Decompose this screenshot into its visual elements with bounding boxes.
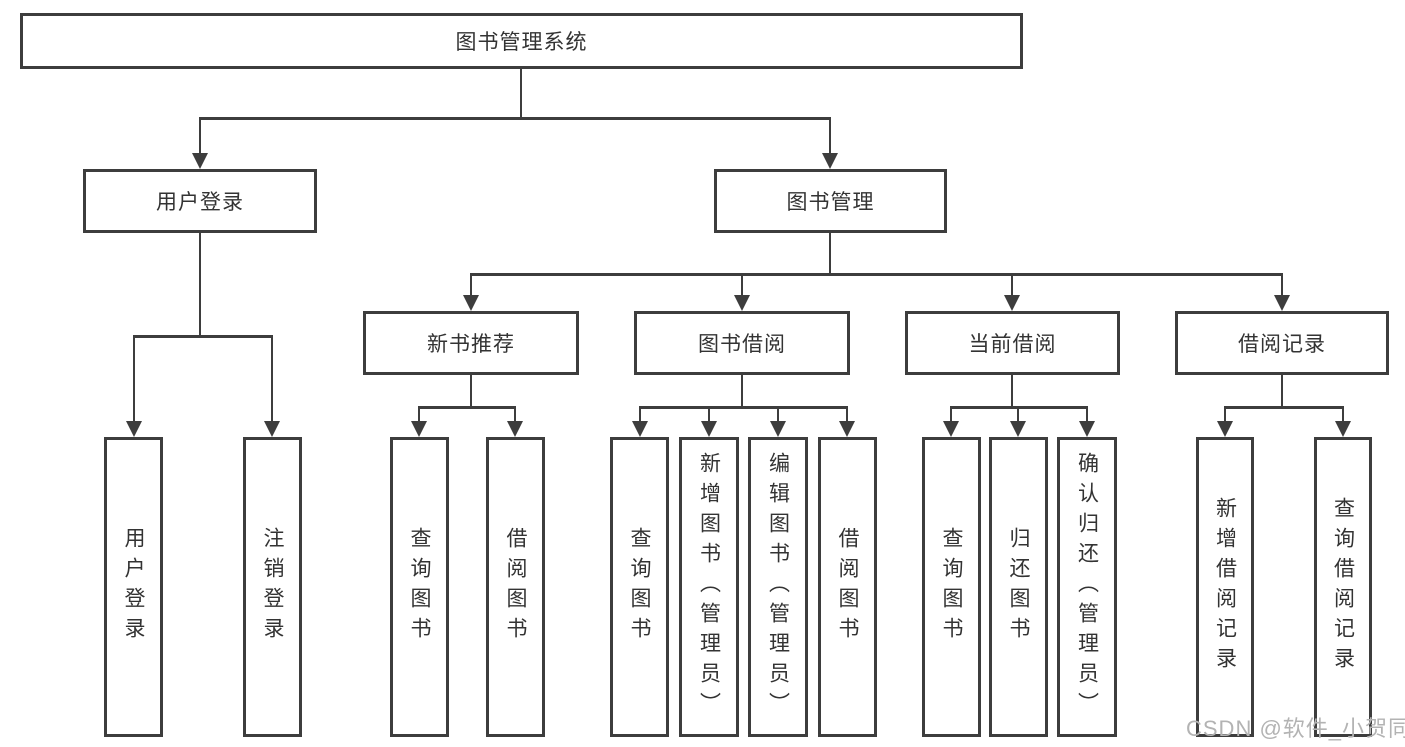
connector-line bbox=[1011, 273, 1013, 295]
node-user-login-group: 用户登录 bbox=[83, 169, 317, 233]
arrow-down-icon bbox=[1274, 295, 1290, 311]
arrow-down-icon bbox=[822, 153, 838, 169]
leaf-borrow-query-books: 查询图书 bbox=[610, 437, 669, 737]
connector-line bbox=[1011, 375, 1013, 406]
arrow-down-icon bbox=[943, 421, 959, 437]
connector-line bbox=[133, 335, 135, 421]
connector-line bbox=[199, 117, 201, 153]
node-new-book-recommend-label: 新书推荐 bbox=[427, 333, 515, 356]
leaf-logout: 注销登录 bbox=[243, 437, 302, 737]
node-root-system: 图书管理系统 bbox=[20, 13, 1023, 69]
leaf-records-add-record: 新增借阅记录 bbox=[1196, 437, 1254, 737]
connector-line bbox=[199, 117, 831, 120]
leaf-logout-label: 注销登录 bbox=[261, 527, 284, 647]
arrow-down-icon bbox=[463, 295, 479, 311]
connector-line bbox=[418, 406, 516, 409]
node-new-book-recommend: 新书推荐 bbox=[363, 311, 579, 375]
leaf-newbook-borrow-books-label: 借阅图书 bbox=[504, 527, 527, 647]
connector-line bbox=[846, 406, 848, 421]
node-book-management-label: 图书管理 bbox=[786, 191, 875, 214]
connector-line bbox=[1281, 273, 1283, 295]
node-current-borrow-label: 当前借阅 bbox=[968, 333, 1057, 356]
connector-line bbox=[639, 406, 848, 409]
leaf-borrow-query-books-label: 查询图书 bbox=[628, 527, 651, 647]
connector-line bbox=[829, 233, 831, 273]
connector-line bbox=[1017, 406, 1019, 421]
connector-line bbox=[1224, 406, 1344, 409]
leaf-user-login-label: 用户登录 bbox=[122, 527, 145, 647]
leaf-user-login: 用户登录 bbox=[104, 437, 163, 737]
node-book-management: 图书管理 bbox=[714, 169, 947, 233]
node-borrow-records-label: 借阅记录 bbox=[1238, 333, 1326, 356]
leaf-borrow-add-books-admin: 新增图书（管理员） bbox=[679, 437, 739, 737]
arrow-down-icon bbox=[1004, 295, 1020, 311]
connector-line bbox=[133, 335, 273, 338]
arrow-down-icon bbox=[411, 421, 427, 437]
arrow-down-icon bbox=[701, 421, 717, 437]
node-borrow-records: 借阅记录 bbox=[1175, 311, 1389, 375]
leaf-records-add-record-label: 新增借阅记录 bbox=[1213, 497, 1237, 677]
leaf-newbook-query-books: 查询图书 bbox=[390, 437, 449, 737]
node-root-label: 图书管理系统 bbox=[455, 31, 588, 54]
arrow-down-icon bbox=[1217, 421, 1233, 437]
node-book-borrow-label: 图书借阅 bbox=[698, 333, 786, 356]
leaf-newbook-borrow-books: 借阅图书 bbox=[486, 437, 545, 737]
arrow-down-icon bbox=[126, 421, 142, 437]
arrow-down-icon bbox=[507, 421, 523, 437]
connector-line bbox=[470, 273, 1283, 276]
arrow-down-icon bbox=[1335, 421, 1351, 437]
leaf-borrow-edit-books-admin: 编辑图书（管理员） bbox=[748, 437, 808, 737]
arrow-down-icon bbox=[734, 295, 750, 311]
arrow-down-icon bbox=[1010, 421, 1026, 437]
node-current-borrow: 当前借阅 bbox=[905, 311, 1120, 375]
connector-line bbox=[514, 406, 516, 421]
leaf-current-confirm-return-admin: 确认归还（管理员） bbox=[1057, 437, 1117, 737]
arrow-down-icon bbox=[632, 421, 648, 437]
connector-line bbox=[950, 406, 1088, 409]
leaf-records-query-record-label: 查询借阅记录 bbox=[1331, 497, 1355, 677]
leaf-current-query-books-label: 查询图书 bbox=[940, 527, 963, 647]
connector-line bbox=[708, 406, 710, 421]
connector-line bbox=[950, 406, 952, 421]
leaf-borrow-borrow-books-label: 借阅图书 bbox=[836, 527, 859, 647]
connector-line bbox=[1086, 406, 1088, 421]
connector-line bbox=[470, 375, 472, 406]
leaf-current-query-books: 查询图书 bbox=[922, 437, 981, 737]
connector-line bbox=[741, 375, 743, 406]
leaf-borrow-edit-books-admin-label: 编辑图书（管理员） bbox=[766, 452, 790, 722]
leaf-records-query-record: 查询借阅记录 bbox=[1314, 437, 1372, 737]
leaf-borrow-borrow-books: 借阅图书 bbox=[818, 437, 877, 737]
connector-line bbox=[1281, 375, 1283, 406]
leaf-current-return-books: 归还图书 bbox=[989, 437, 1048, 737]
connector-line bbox=[639, 406, 641, 421]
connector-line bbox=[741, 273, 743, 295]
leaf-newbook-query-books-label: 查询图书 bbox=[408, 527, 431, 647]
connector-line bbox=[777, 406, 779, 421]
arrow-down-icon bbox=[192, 153, 208, 169]
connector-line bbox=[1224, 406, 1226, 421]
arrow-down-icon bbox=[839, 421, 855, 437]
leaf-current-return-books-label: 归还图书 bbox=[1007, 527, 1030, 647]
leaf-borrow-add-books-admin-label: 新增图书（管理员） bbox=[697, 452, 721, 722]
arrow-down-icon bbox=[770, 421, 786, 437]
connector-line bbox=[1342, 406, 1344, 421]
csdn-watermark: CSDN @软件_小贺同学 bbox=[1186, 716, 1405, 741]
connector-line bbox=[271, 335, 273, 421]
connector-line bbox=[199, 233, 201, 335]
leaf-current-confirm-return-admin-label: 确认归还（管理员） bbox=[1075, 452, 1099, 722]
arrow-down-icon bbox=[1079, 421, 1095, 437]
connector-line bbox=[829, 117, 831, 153]
node-book-borrow: 图书借阅 bbox=[634, 311, 850, 375]
connector-line bbox=[520, 69, 522, 117]
node-user-login-group-label: 用户登录 bbox=[156, 191, 244, 214]
arrow-down-icon bbox=[264, 421, 280, 437]
connector-line bbox=[418, 406, 420, 421]
connector-line bbox=[470, 273, 472, 295]
